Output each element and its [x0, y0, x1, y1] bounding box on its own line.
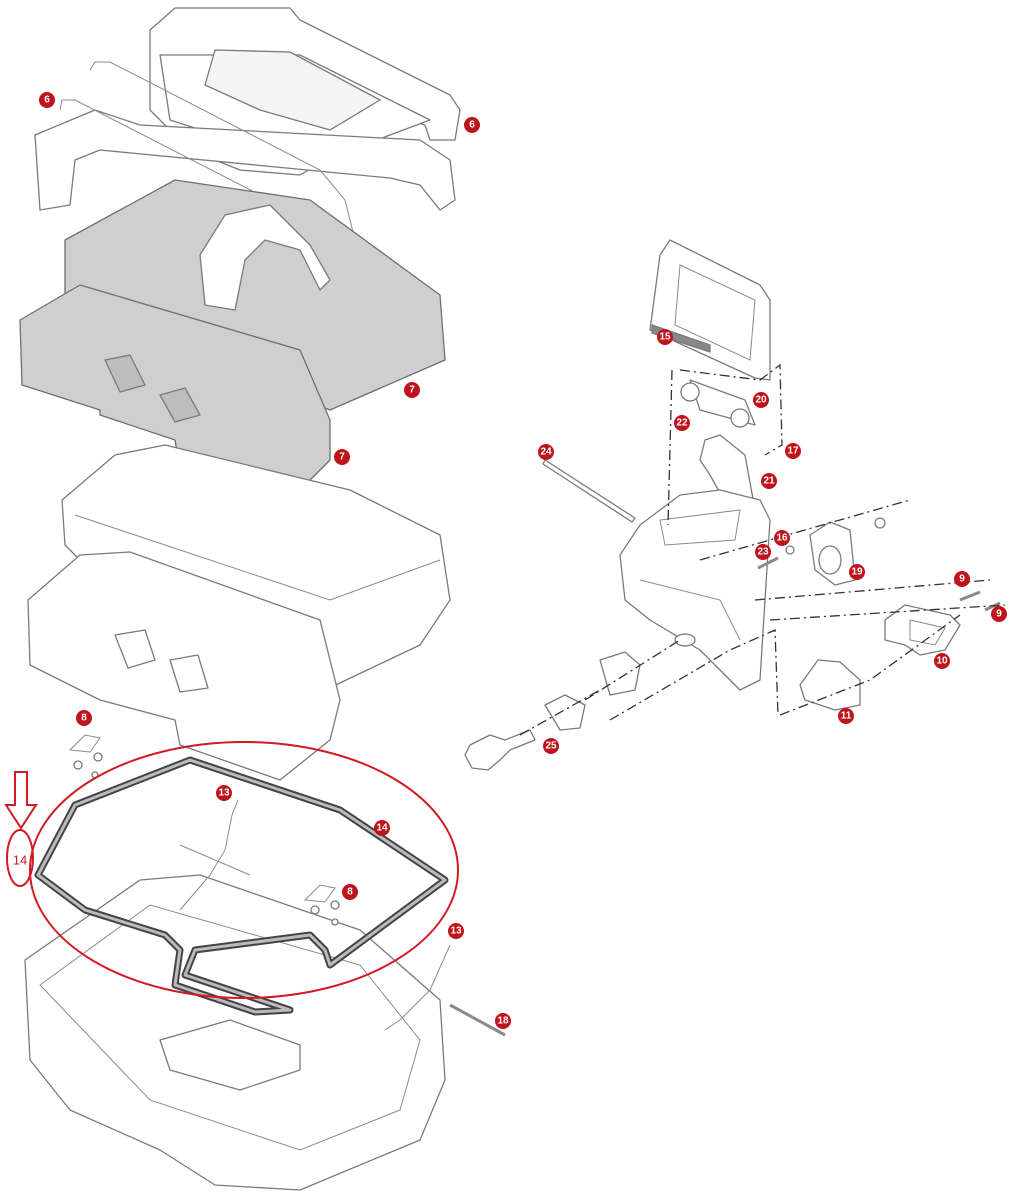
marker-21: 21 — [761, 473, 777, 489]
svg-text:20: 20 — [755, 395, 767, 406]
svg-text:16: 16 — [776, 533, 788, 544]
marker-16: 16 — [774, 530, 790, 546]
svg-text:23: 23 — [757, 547, 769, 558]
svg-text:14: 14 — [376, 823, 388, 834]
svg-text:8: 8 — [81, 713, 87, 724]
lock-plate-15 — [649, 239, 771, 381]
svg-text:6: 6 — [469, 120, 475, 131]
lock-housing — [619, 489, 771, 691]
svg-text:17: 17 — [787, 446, 799, 457]
latch-block-20 — [680, 379, 756, 428]
lid-seal — [34, 756, 449, 1016]
marker-7-upper: 7 — [404, 382, 420, 398]
hinge-hardware-left — [68, 734, 103, 779]
springs-9 — [959, 590, 1001, 612]
svg-text:13: 13 — [450, 926, 462, 937]
assembly-lines — [519, 363, 1006, 736]
marker-6-right: 6 — [464, 117, 480, 133]
svg-text:9: 9 — [959, 574, 965, 585]
svg-text:7: 7 — [409, 385, 415, 396]
svg-text:11: 11 — [841, 711, 852, 722]
spring-16 — [785, 517, 886, 555]
lid-strap-front — [179, 799, 251, 911]
svg-text:21: 21 — [763, 476, 775, 487]
push-button-10 — [884, 604, 961, 656]
part-markers: 6 6 7 7 8 8 13 13 — [39, 92, 1007, 1029]
marker-9-upper: 9 — [954, 571, 970, 587]
svg-text:19: 19 — [851, 567, 863, 578]
callout-arrow — [4, 771, 38, 830]
marker-24: 24 — [538, 444, 554, 460]
svg-text:8: 8 — [347, 887, 353, 898]
marker-17: 17 — [785, 443, 801, 459]
lower-lid-panel — [19, 284, 331, 506]
svg-text:10: 10 — [936, 656, 948, 667]
marker-23: 23 — [755, 544, 771, 560]
svg-text:9: 9 — [996, 609, 1002, 620]
lid-strap-rear — [384, 944, 451, 1031]
spring-23 — [757, 556, 779, 570]
marker-13-front: 13 — [216, 785, 232, 801]
marker-9-lower: 9 — [991, 606, 1007, 622]
svg-text:13: 13 — [218, 788, 230, 799]
upper-lid-panel — [64, 179, 446, 411]
marker-7-lower: 7 — [334, 449, 350, 465]
marker-6-left: 6 — [39, 92, 55, 108]
marker-15: 15 — [657, 329, 673, 345]
marker-22: 22 — [674, 415, 690, 431]
marker-13-rear: 13 — [448, 923, 464, 939]
svg-text:18: 18 — [497, 1016, 509, 1027]
lid-shell — [27, 551, 341, 781]
lock-cylinder-19 — [809, 521, 856, 586]
marker-25: 25 — [543, 738, 559, 754]
svg-text:24: 24 — [540, 447, 552, 458]
callout-label: 14 — [13, 853, 27, 868]
marker-8-left: 8 — [76, 710, 92, 726]
button-housing-11 — [799, 659, 861, 711]
marker-20: 20 — [753, 392, 769, 408]
svg-text:15: 15 — [659, 332, 671, 343]
seal-highlight: 14 — [4, 741, 459, 999]
callout-circle — [6, 829, 34, 887]
marker-10: 10 — [934, 653, 950, 669]
marker-11: 11 — [838, 708, 854, 724]
top-handle-frame — [34, 7, 461, 241]
marker-18: 18 — [495, 1013, 511, 1029]
marker-14: 14 — [374, 820, 390, 836]
svg-text:25: 25 — [545, 741, 557, 752]
lock-rod-24 — [542, 459, 636, 523]
hinge-pin-18 — [449, 1003, 506, 1037]
svg-text:22: 22 — [676, 418, 688, 429]
hinge-hardware-right — [303, 884, 340, 926]
marker-8-right: 8 — [342, 884, 358, 900]
svg-text:6: 6 — [44, 95, 50, 106]
svg-text:7: 7 — [339, 452, 345, 463]
highlight-ellipse — [29, 741, 459, 999]
marker-19: 19 — [849, 564, 865, 580]
